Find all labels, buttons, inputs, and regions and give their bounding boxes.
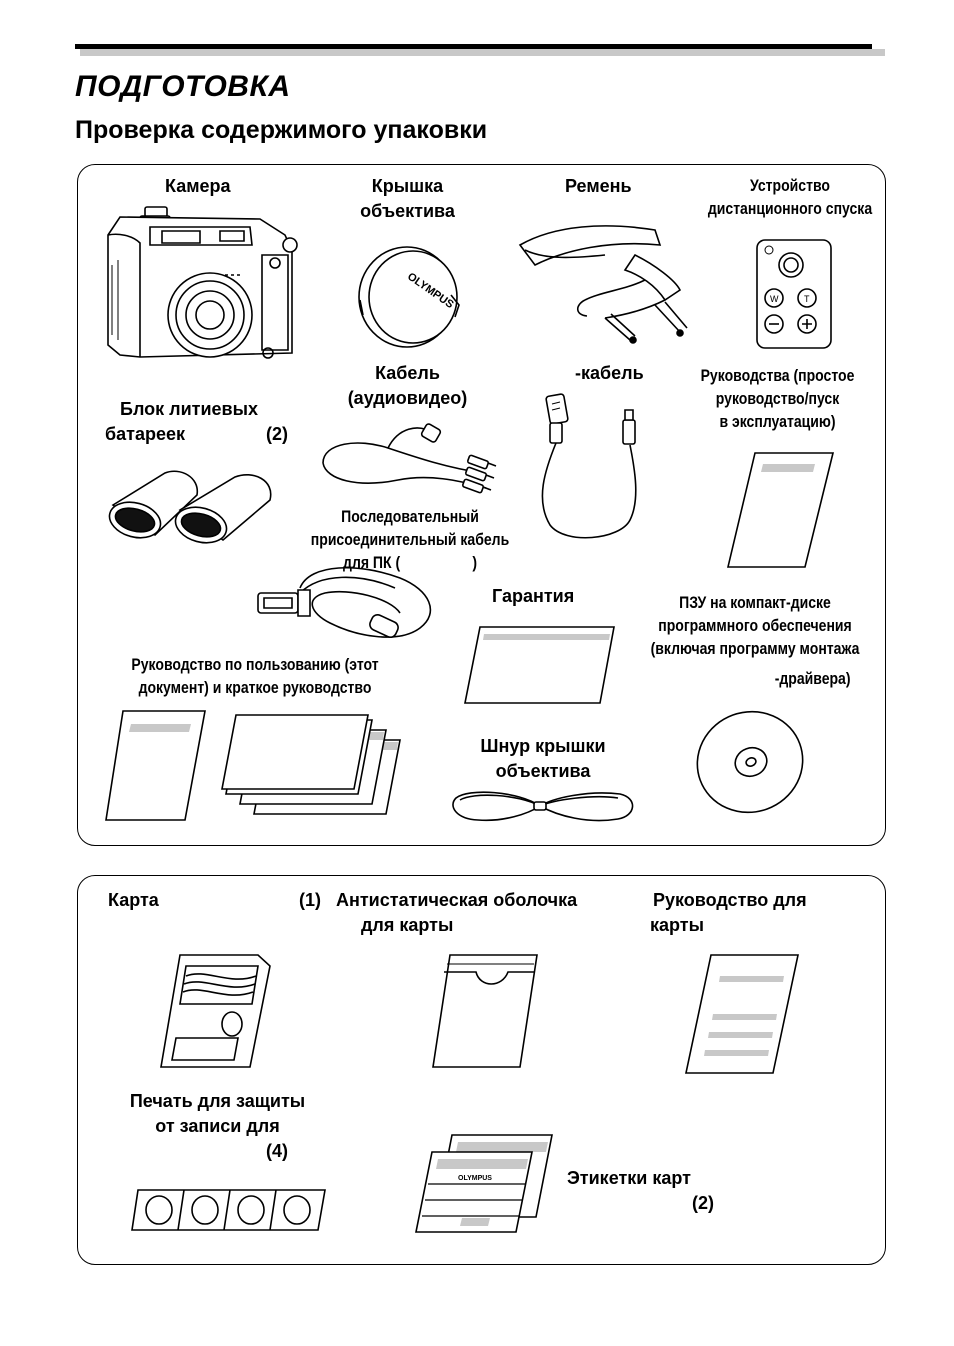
av-cable-illustration: [318, 418, 498, 503]
page-subtitle: Проверка содержимого упаковки: [75, 116, 488, 144]
serial-cable-label-line2: присоединительный кабель: [310, 531, 510, 549]
reference-manual-label: Руководство по пользованию (этот докумен…: [115, 654, 396, 700]
card-manual-illustration: [683, 952, 801, 1076]
card-labels-label: Этикетки карт: [567, 1168, 691, 1188]
svg-text:W: W: [770, 294, 779, 304]
remote-label: Устройство дистанционного спуска: [705, 175, 875, 221]
quick-manual-illustration: [725, 450, 837, 570]
lens-cap-label: Крышка объектива: [340, 174, 475, 224]
usb-cable-illustration: [530, 390, 660, 545]
remote-label-line1: Устройство: [750, 177, 830, 195]
reference-manual-illustration: [103, 708, 208, 823]
card-manual-label-line2: карты: [650, 915, 704, 935]
cap-cord-label-line2: объектива: [495, 761, 591, 781]
package-contents-box: [77, 164, 886, 846]
warranty-illustration: [462, 624, 617, 706]
sleeve-label-line1: Антистатическая оболочка: [336, 890, 578, 910]
serial-cable-label: Последовательный присоединительный кабел…: [308, 506, 512, 552]
reference-manual-label-line1: Руководство по пользованию (этот: [131, 656, 379, 674]
svg-text:T: T: [804, 294, 810, 304]
card-labels-count: (2): [692, 1193, 714, 1213]
battery-illustration: [105, 465, 295, 550]
cap-cord-label: Шнур крышки объектива: [458, 734, 628, 784]
lens-cap-label-line1: Крышка: [371, 176, 444, 196]
antistatic-sleeve-illustration: [430, 952, 540, 1070]
card-count: (1): [299, 890, 321, 910]
warranty-label: Гарантия: [492, 586, 575, 606]
battery-label-line2a: батареек: [105, 424, 185, 444]
seal-label-line1: Печать для защиты: [129, 1091, 306, 1111]
quick-reference-illustration: [218, 712, 403, 817]
av-cable-label: Кабель (аудиовидео): [325, 361, 490, 411]
header-rule: [75, 44, 872, 49]
serial-cable-label-line1: Последовательный: [341, 508, 479, 526]
battery-count: (2): [266, 424, 288, 444]
cap-cord-label-line1: Шнур крышки: [480, 736, 606, 756]
seal-label: Печать для защиты от записи для: [95, 1089, 340, 1139]
cdrom-label-line4: -драйвера): [774, 670, 851, 688]
memory-card-illustration: [158, 952, 273, 1070]
camera-label: Камера: [165, 176, 231, 196]
seal-label-line2: от записи для: [155, 1116, 280, 1136]
strap-illustration: [515, 220, 690, 350]
write-protect-seals-illustration: [130, 1187, 327, 1233]
av-cable-label-line2: (аудиовидео): [347, 388, 468, 408]
cdrom-label-line2: программного обеспечения: [658, 617, 852, 635]
cap-cord-illustration: [448, 786, 638, 826]
strap-label: Ремень: [565, 176, 632, 196]
manuals-label: Руководства (простое руководство/пуск в …: [686, 365, 869, 434]
card-kit-box: [77, 875, 886, 1265]
card-manual-label-line1: Руководство для: [653, 890, 807, 910]
page-title: ПОДГОТОВКА: [75, 70, 291, 103]
sleeve-label-line2: для карты: [361, 915, 454, 935]
card-labels-illustration: OLYMPUS: [412, 1132, 554, 1235]
remote-label-line2: дистанционного спуска: [707, 200, 873, 218]
av-cable-label-line1: Кабель: [375, 363, 440, 383]
battery-label-line1: Блок литиевых: [120, 399, 258, 419]
cdrom-label: ПЗУ на компакт-диске программного обеспе…: [649, 592, 862, 661]
card-labels-brand: OLYMPUS: [458, 1175, 492, 1182]
serial-cable-illustration: [250, 558, 440, 648]
usb-cable-label: -кабель: [575, 363, 644, 383]
serial-cable-label-line3b: ): [472, 554, 478, 572]
header-rule-shadow: [80, 49, 885, 56]
cdrom-label-line3: (включая программу монтажа: [650, 640, 860, 658]
cdrom-illustration: [695, 710, 805, 815]
lens-cap-label-line2: объектива: [360, 201, 455, 221]
reference-manual-label-line2: документ) и краткое руководство: [138, 679, 372, 697]
cdrom-label-line1: ПЗУ на компакт-диске: [679, 594, 831, 612]
remote-illustration: W T: [755, 238, 835, 350]
lens-cap-illustration: OLYMPUS: [355, 245, 465, 350]
manuals-label-line2: руководство/пуск: [715, 390, 840, 408]
seal-count: (4): [266, 1141, 288, 1161]
manuals-label-line1: Руководства (простое: [700, 367, 855, 385]
manuals-label-line3: в эксплуатацию): [719, 413, 836, 431]
card-label: Карта: [108, 890, 159, 910]
camera-illustration: [100, 205, 300, 370]
